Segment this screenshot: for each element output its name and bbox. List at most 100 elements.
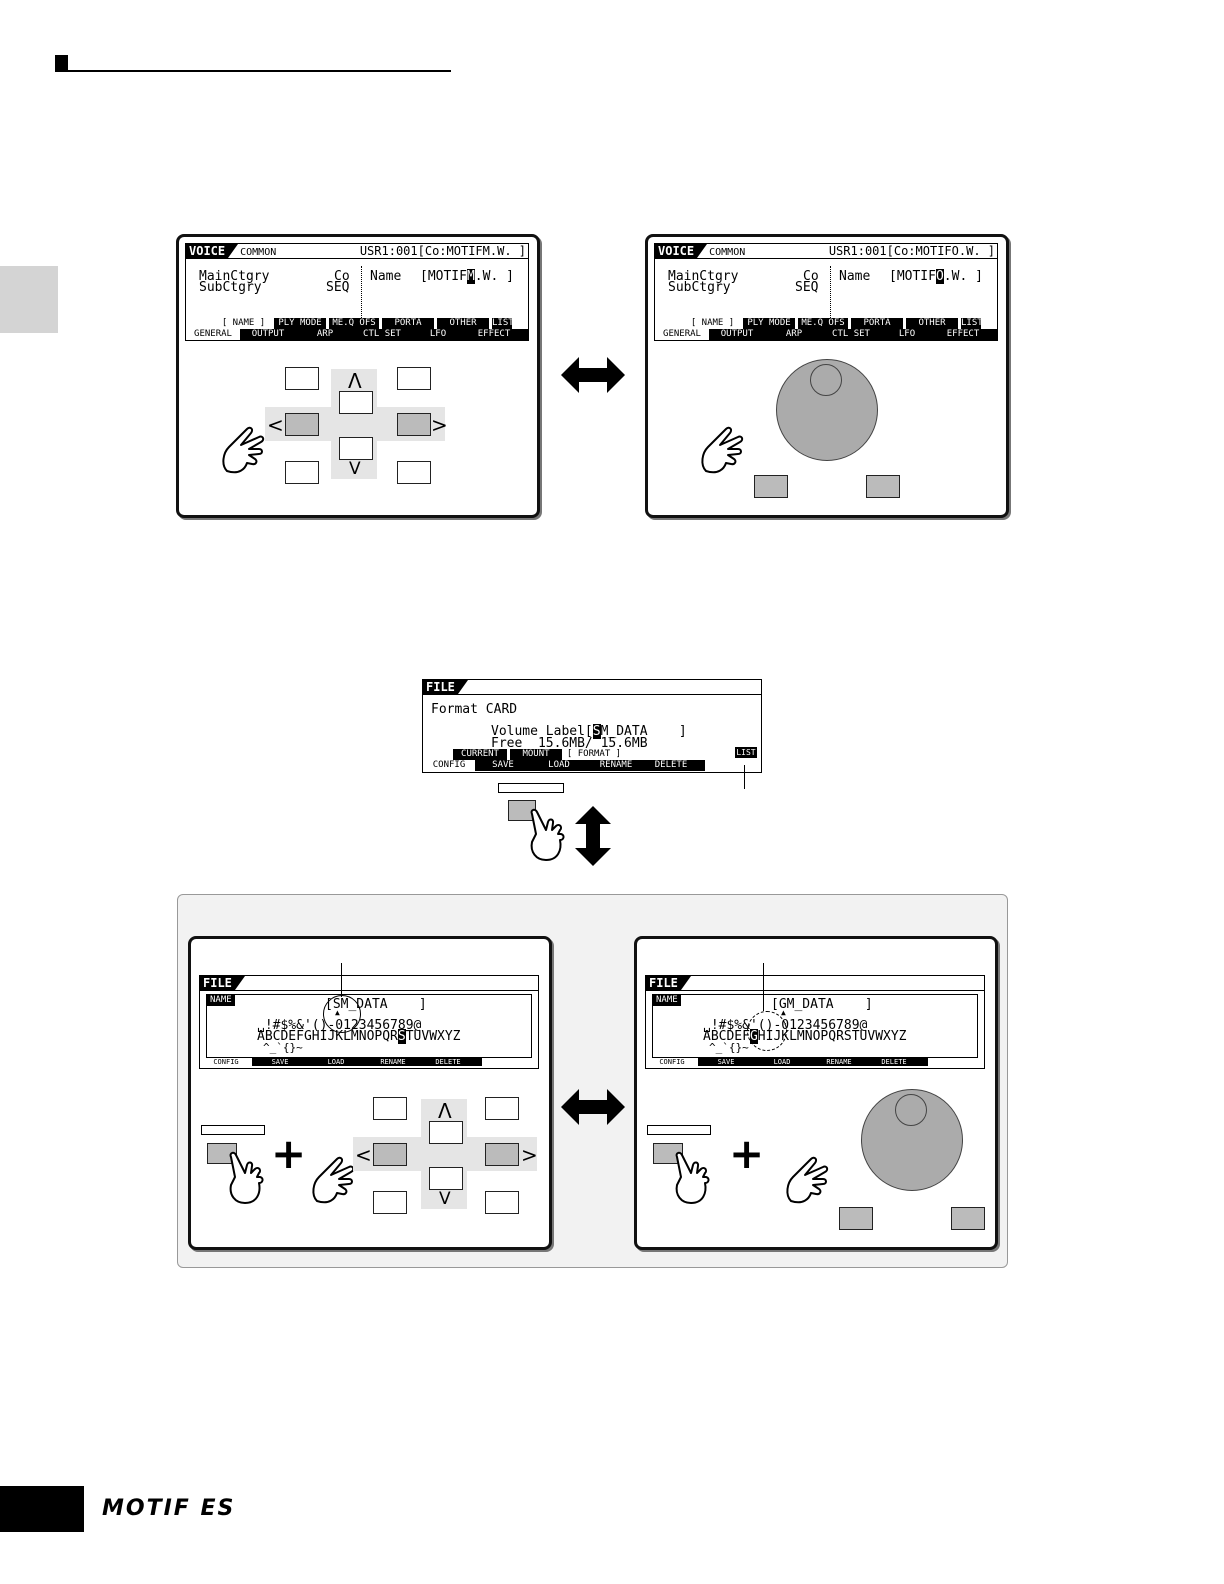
tab-delete[interactable]: DELETE xyxy=(881,1058,907,1066)
tab-rename[interactable]: RENAME xyxy=(599,760,633,770)
button-top-right[interactable] xyxy=(397,367,431,390)
tab-meq-ofs[interactable]: ME.Q OFS xyxy=(798,318,848,329)
button-bottom-right[interactable] xyxy=(485,1191,519,1214)
tab-output[interactable]: OUTPUT xyxy=(251,329,285,339)
tab-porta[interactable]: PORTA xyxy=(382,318,434,329)
charset-cursor: S xyxy=(397,1029,406,1044)
tab-config[interactable]: CONFIG xyxy=(646,1058,698,1066)
tab-arp[interactable]: ARP xyxy=(785,329,803,339)
tab-delete[interactable]: DELETE xyxy=(435,1058,461,1066)
tab-lfo[interactable]: LFO xyxy=(429,329,447,339)
tab-porta[interactable]: PORTA xyxy=(851,318,903,329)
information-button[interactable] xyxy=(207,1143,237,1164)
name-cursor-right: O xyxy=(935,269,944,284)
button-top-right[interactable] xyxy=(485,1097,519,1120)
name-subwindow: NAME [SM_DATA ] ▲ ␣!#$%&'()-0123456789@ … xyxy=(206,994,532,1058)
button-bottom-right[interactable] xyxy=(397,461,431,484)
tab-other[interactable]: OTHER xyxy=(437,318,489,329)
cursor-up-button[interactable] xyxy=(429,1121,463,1144)
tab-save[interactable]: SAVE xyxy=(271,1058,289,1066)
button-bottom-left[interactable] xyxy=(373,1191,407,1214)
dec-no-button[interactable] xyxy=(754,475,788,498)
pointing-hand-icon xyxy=(312,1156,355,1204)
voice-header-right: USR1:001[Co:MOTIFM.W. ] xyxy=(359,244,526,258)
file-lcd: FILE Format CARD Volume Label[SM_DATA ] … xyxy=(422,679,762,773)
tab-ctl-set[interactable]: CTL SET xyxy=(832,329,870,339)
tab-arp[interactable]: ARP xyxy=(316,329,334,339)
tab-name[interactable]: [ NAME ] xyxy=(216,318,271,329)
inc-yes-button[interactable] xyxy=(951,1207,985,1230)
tab-format[interactable]: [ FORMAT ] xyxy=(565,749,623,760)
charset-row-3[interactable]: ^_`{}~ xyxy=(263,1041,303,1054)
down-arrow-label: V xyxy=(439,1189,451,1209)
data-dial[interactable] xyxy=(861,1089,963,1191)
cursor-left-button[interactable] xyxy=(373,1143,407,1166)
tab-list[interactable]: LIST xyxy=(961,318,983,329)
cursor-up-button[interactable] xyxy=(339,391,373,414)
tab-delete[interactable]: DELETE xyxy=(654,760,688,770)
tab-ply-mode[interactable]: PLY MODE xyxy=(743,318,795,329)
tab-list[interactable]: LIST xyxy=(492,318,514,329)
name-field[interactable]: [MOTIFM.W. ] xyxy=(420,269,514,284)
button-top-left[interactable] xyxy=(373,1097,407,1120)
pointing-hand-icon xyxy=(786,1156,829,1204)
volume-cursor: S xyxy=(592,724,601,739)
dial-knob xyxy=(810,364,842,396)
tab-rename[interactable]: RENAME xyxy=(380,1058,406,1066)
lcd-divider-right xyxy=(830,266,831,318)
tab-save[interactable]: SAVE xyxy=(717,1058,735,1066)
name-caret-right: ▲ xyxy=(781,1008,786,1017)
tab-load[interactable]: LOAD xyxy=(773,1058,791,1066)
double-arrow-horizontal-icon xyxy=(561,357,625,393)
name-value-right[interactable]: [GM_DATA ] xyxy=(771,997,873,1012)
tab-general[interactable]: GENERAL xyxy=(186,329,240,340)
voice-mode-right: COMMON xyxy=(709,247,746,258)
tab-effect[interactable]: EFFECT xyxy=(477,329,511,339)
name-section-chip-right: NAME xyxy=(653,995,681,1006)
tab-load[interactable]: LOAD xyxy=(327,1058,345,1066)
tab-load[interactable]: LOAD xyxy=(548,760,570,770)
tab-output[interactable]: OUTPUT xyxy=(720,329,754,339)
dec-no-button[interactable] xyxy=(839,1207,873,1230)
cursor-down-button[interactable] xyxy=(429,1167,463,1190)
button-bottom-left[interactable] xyxy=(285,461,319,484)
data-dial[interactable] xyxy=(776,359,878,461)
volume-label-field[interactable]: Volume Label[SM_DATA ] xyxy=(491,724,687,739)
charset-row-2[interactable]: ABCDEFGHIJKLMNOPQRSTUVWXYZ xyxy=(257,1029,461,1044)
tab-rename[interactable]: RENAME xyxy=(826,1058,852,1066)
tab-name[interactable]: [ NAME ] xyxy=(685,318,740,329)
tab-config[interactable]: CONFIG xyxy=(423,760,475,771)
right-arrow-label: > xyxy=(431,413,448,437)
name-main-tabs-right: CONFIG SAVE LOAD RENAME DELETE xyxy=(646,1058,928,1066)
tab-mount[interactable]: MOUNT xyxy=(510,749,562,760)
tab-general[interactable]: GENERAL xyxy=(655,329,709,340)
list-chip[interactable]: LIST xyxy=(735,747,757,758)
charset-row-3-right[interactable]: ^_`{}~ xyxy=(709,1041,749,1054)
voice-main-tabs: GENERAL OUTPUT ARP CTL SET LFO EFFECT xyxy=(186,329,528,340)
tab-current[interactable]: CURRENT xyxy=(453,749,507,760)
tab-lfo[interactable]: LFO xyxy=(898,329,916,339)
callout-leader-line xyxy=(341,963,342,997)
cursor-down-button[interactable] xyxy=(339,437,373,460)
name-lcd-header: FILE xyxy=(200,976,538,991)
cursor-right-button[interactable] xyxy=(485,1143,519,1166)
information-button[interactable] xyxy=(653,1143,683,1164)
tab-effect[interactable]: EFFECT xyxy=(946,329,980,339)
name-lcd-title: FILE xyxy=(200,976,235,990)
tab-config[interactable]: CONFIG xyxy=(200,1058,252,1066)
inc-yes-button[interactable] xyxy=(866,475,900,498)
tab-save[interactable]: SAVE xyxy=(492,760,514,770)
button-top-left[interactable] xyxy=(285,367,319,390)
header-marker xyxy=(55,55,68,71)
tab-ctl-set[interactable]: CTL SET xyxy=(363,329,401,339)
tab-meq-ofs[interactable]: ME.Q OFS xyxy=(329,318,379,329)
tab-ply-mode[interactable]: PLY MODE xyxy=(274,318,326,329)
tab-other[interactable]: OTHER xyxy=(906,318,958,329)
name-lcd-right: FILE NAME [GM_DATA ] ▲ ␣!#$%&'()-0123456… xyxy=(645,975,985,1069)
cursor-left-button[interactable] xyxy=(285,413,319,436)
name-field-right[interactable]: [MOTIFO.W. ] xyxy=(889,269,983,284)
cursor-right-button[interactable] xyxy=(397,413,431,436)
